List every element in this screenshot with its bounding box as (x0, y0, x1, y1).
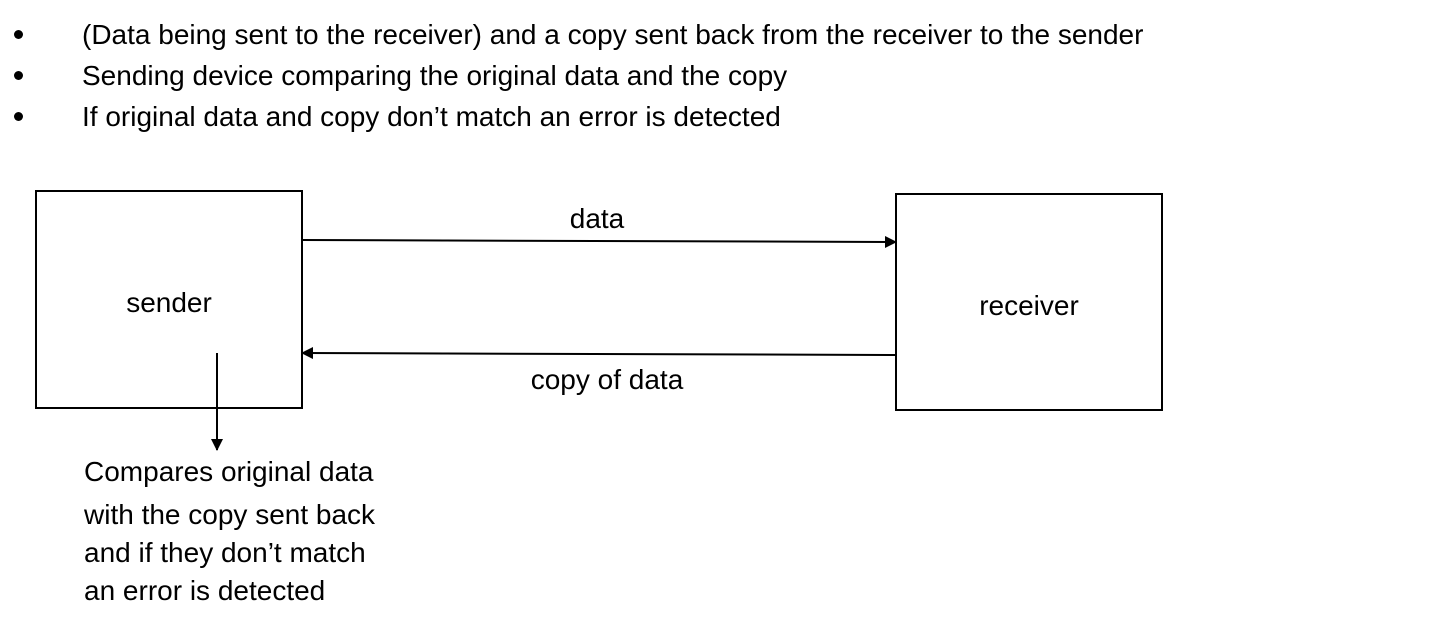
bullet-text: Sending device comparing the original da… (82, 60, 788, 91)
bullet-item: (Data being sent to the receiver) and a … (0, 14, 1450, 55)
copy-of-data-arrow-label: copy of data (531, 364, 684, 395)
bullet-text: (Data being sent to the receiver) and a … (82, 19, 1144, 50)
sender-label: sender (126, 287, 212, 318)
sender-box (35, 190, 303, 409)
copy-of-data-arrow (301, 347, 897, 360)
compare-note-line: with the copy sent back (83, 499, 376, 530)
bullet-dot-icon (14, 71, 23, 80)
data-arrow (301, 235, 897, 248)
bullet-dot-icon (14, 112, 23, 121)
bullet-dot-icon (14, 30, 23, 39)
compare-note-line: and if they don’t match (84, 537, 366, 568)
compare-note-line: an error is detected (84, 575, 325, 606)
compare-note: Compares original data with the copy sen… (83, 456, 383, 606)
bullet-item: Sending device comparing the original da… (0, 55, 1450, 96)
compare-note-line: Compares original data (84, 456, 374, 487)
bullet-item: If original data and copy don’t match an… (0, 96, 1450, 137)
bullet-text: If original data and copy don’t match an… (82, 101, 781, 132)
receiver-box (895, 193, 1163, 411)
data-arrow-label: data (570, 203, 625, 234)
receiver-label: receiver (979, 290, 1079, 321)
bullet-list: (Data being sent to the receiver) and a … (0, 14, 1450, 137)
